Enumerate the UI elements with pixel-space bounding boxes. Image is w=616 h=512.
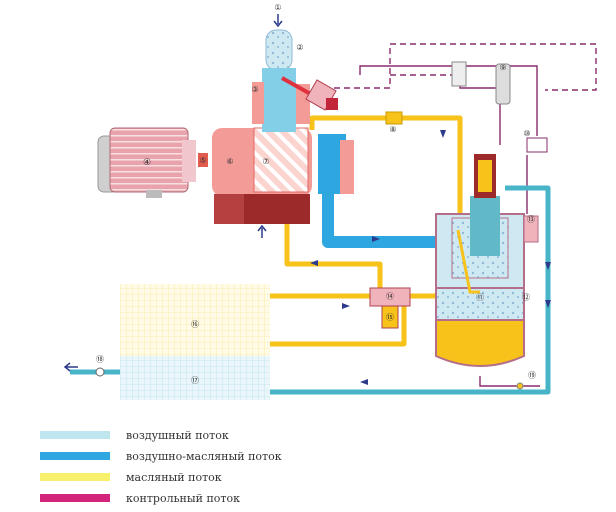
marker-1: ① <box>274 3 281 12</box>
arrow-icon <box>310 260 318 266</box>
screw-compressor: ⑥ ⑦ <box>212 127 354 238</box>
marker-12: ⑫ <box>522 293 530 302</box>
arrow-icon <box>342 303 350 309</box>
marker-13: ⑬ <box>527 215 535 224</box>
marker-15: ⑮ <box>386 313 394 322</box>
oil-line-cooler <box>268 306 407 347</box>
air-intake: ① ② ③ <box>251 3 338 132</box>
marker-17: ⑰ <box>191 376 199 385</box>
marker-16: ⑯ <box>191 320 199 329</box>
arrow-icon <box>545 262 551 270</box>
arrow-icon <box>372 236 380 242</box>
legend-item-air: воздушный поток <box>40 429 229 442</box>
air-return-pipe <box>268 185 551 395</box>
marker-5: ⑤ <box>199 156 206 165</box>
legend-swatch-air-oil <box>40 452 110 460</box>
intake-arrow-down-icon <box>273 14 283 28</box>
marker-8: ⑧ <box>389 125 396 134</box>
marker-11: ⑪ <box>476 293 484 302</box>
marker-3: ③ <box>251 85 258 94</box>
marker-7: ⑦ <box>262 157 269 166</box>
oil-filter-assembly: ⑭ ⑮ <box>369 287 411 329</box>
legend-swatch-oil <box>40 473 110 481</box>
legend-item-oil: масляный поток <box>40 471 222 484</box>
top-valves: ⑧ ⑨ ⑩ <box>385 61 548 153</box>
outlet-arrow-left-icon <box>63 362 78 372</box>
legend-label-air-oil: воздушно-масляный поток <box>126 450 282 463</box>
drain-valve: ⑲ <box>479 371 540 390</box>
marker-2: ② <box>296 43 303 52</box>
air-oil-lines <box>70 185 551 395</box>
legend-swatch-control <box>40 494 110 502</box>
legend-label-air: воздушный поток <box>126 429 229 442</box>
control-dashed-line <box>304 43 597 91</box>
marker-19: ⑲ <box>528 371 536 380</box>
legend-swatch-air <box>40 431 110 439</box>
cooler-unit: ⑯ ⑰ ⑱ <box>63 284 270 400</box>
arrow-icon <box>440 130 446 138</box>
legend-label-oil: масляный поток <box>126 471 222 484</box>
flow-arrows <box>310 130 551 385</box>
legend-item-air-oil: воздушно-масляный поток <box>40 450 282 463</box>
marker-9: ⑨ <box>499 63 506 72</box>
marker-18: ⑱ <box>96 355 104 364</box>
marker-14: ⑭ <box>386 292 394 301</box>
arrow-icon <box>360 379 368 385</box>
oil-line-left <box>284 195 383 290</box>
inlet-arrow-up-icon <box>257 224 267 238</box>
marker-6: ⑥ <box>226 157 233 166</box>
oil-separator-tank: ⑪ ⑫ ⑬ <box>435 154 539 367</box>
legend-item-control: контрольный поток <box>40 492 240 505</box>
arrow-icon <box>545 300 551 308</box>
legend-label-control: контрольный поток <box>126 492 240 505</box>
marker-10: ⑩ <box>523 129 530 138</box>
electric-motor: ④ ⑤ <box>97 127 208 198</box>
scavenge-line <box>456 229 480 294</box>
air-oil-pipe <box>322 190 438 248</box>
oil-reservoir <box>435 319 525 367</box>
marker-4: ④ <box>143 158 151 168</box>
legend: воздушный поток воздушно-масляный поток … <box>40 429 282 505</box>
control-solid-line <box>359 65 538 136</box>
